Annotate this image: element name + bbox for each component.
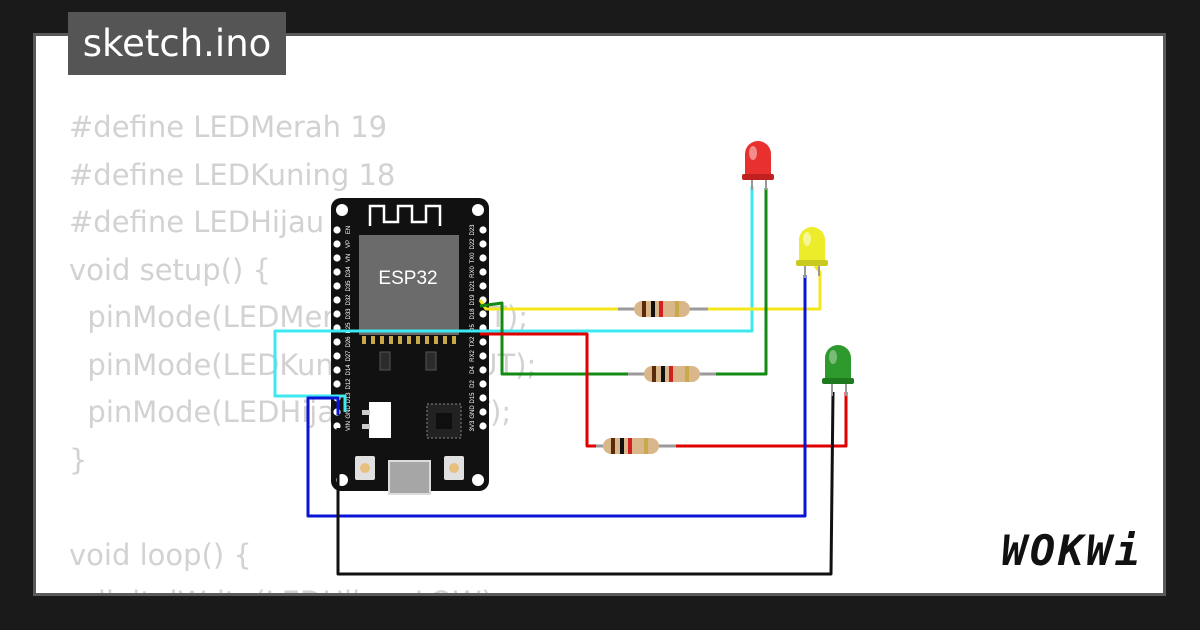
pin-label: EN <box>346 226 352 234</box>
pin-label: D26 <box>346 336 352 348</box>
pin-hole[interactable] <box>479 240 487 248</box>
pin-hole[interactable] <box>333 268 341 276</box>
pin-hole[interactable] <box>333 254 341 262</box>
pin-label: D27 <box>346 350 352 362</box>
pin-label: TX2 <box>470 336 476 348</box>
pin-label: GND <box>346 405 352 419</box>
wire-blue[interactable] <box>306 275 807 518</box>
pin-label: D35 <box>346 280 352 292</box>
resistor-3[interactable] <box>596 438 676 454</box>
wire-green[interactable] <box>479 301 630 376</box>
pin-label: RX2 <box>470 350 476 362</box>
pin-hole[interactable] <box>479 226 487 234</box>
pin-hole[interactable] <box>333 240 341 248</box>
code-line: digitalWrite(LEDHijau, LOW); <box>69 585 502 593</box>
wire-yellow[interactable] <box>478 299 620 311</box>
pin-hole[interactable] <box>333 338 341 346</box>
pin-label: D5 <box>470 324 476 332</box>
file-tab[interactable]: sketch.ino <box>68 12 286 75</box>
antenna-trace <box>368 204 442 226</box>
pin-hole[interactable] <box>479 366 487 374</box>
pin-label: RX0 <box>470 266 476 278</box>
pin-hole[interactable] <box>479 394 487 402</box>
pin-label: D18 <box>470 308 476 320</box>
pin-hole[interactable] <box>479 310 487 318</box>
pin-label: TX0 <box>470 252 476 264</box>
code-line: } <box>69 442 88 477</box>
code-line: void loop() { <box>69 537 252 572</box>
wire-green-led[interactable] <box>713 188 768 376</box>
pin-label: D22 <box>470 238 476 250</box>
pin-hole[interactable] <box>333 296 341 304</box>
pin-hole[interactable] <box>479 352 487 360</box>
code-line: void setup() { <box>69 252 271 287</box>
pin-hole[interactable] <box>479 268 487 276</box>
led-red[interactable] <box>742 141 774 190</box>
boot-button[interactable] <box>444 456 464 480</box>
pin-hole[interactable] <box>333 380 341 388</box>
wire-yellow-led[interactable] <box>706 265 822 311</box>
pin-hole[interactable] <box>333 282 341 290</box>
usb-port <box>388 460 431 495</box>
code-line: #define LEDMerah 19 <box>69 110 388 144</box>
pin-label: D14 <box>346 364 352 376</box>
resistor-1[interactable] <box>618 301 708 317</box>
pin-hole[interactable] <box>479 422 487 430</box>
pin-label: D34 <box>346 266 352 278</box>
pin-label: D33 <box>346 308 352 320</box>
wire-cyan[interactable] <box>273 186 754 412</box>
pin-label: D23 <box>470 224 476 236</box>
pin-hole[interactable] <box>333 310 341 318</box>
led-green[interactable] <box>822 345 854 396</box>
pin-label: D32 <box>346 294 352 306</box>
en-button[interactable] <box>355 456 375 480</box>
pin-hole[interactable] <box>479 254 487 262</box>
pin-hole[interactable] <box>333 366 341 374</box>
pin-label: VP <box>346 240 352 248</box>
pin-label: VIN <box>346 421 352 431</box>
pin-hole[interactable] <box>479 338 487 346</box>
pin-label: VN <box>346 254 352 262</box>
pin-label: D21 <box>470 280 476 292</box>
pin-hole[interactable] <box>479 282 487 290</box>
pin-label: D15 <box>470 392 476 404</box>
preview-frame: #define LEDMerah 19 #define LEDKuning 18… <box>33 33 1166 596</box>
esp32-board[interactable]: ESP32 ENVPVND34D35D32D33D25D26D27D14D12D… <box>331 198 489 495</box>
pin-label: D2 <box>470 380 476 388</box>
pin-hole[interactable] <box>333 352 341 360</box>
wokwi-logo: WOKWi <box>1001 526 1143 575</box>
pin-label: D4 <box>470 366 476 374</box>
led-yellow[interactable] <box>796 227 828 278</box>
code-line: #define LEDKuning 18 <box>69 157 396 192</box>
pin-hole[interactable] <box>479 380 487 388</box>
wire-black[interactable] <box>336 391 835 576</box>
pin-label: D19 <box>470 294 476 306</box>
pin-hole[interactable] <box>479 408 487 416</box>
wire-red[interactable] <box>480 332 600 448</box>
wire-red-led[interactable] <box>670 392 848 448</box>
pin-label: GND <box>470 405 476 419</box>
resistor-2[interactable] <box>628 366 716 382</box>
circuit-diagram: ESP32 ENVPVND34D35D32D33D25D26D27D14D12D… <box>273 141 854 576</box>
pin-hole[interactable] <box>333 422 341 430</box>
pin-label: 3V3 <box>470 420 476 431</box>
pin-hole[interactable] <box>333 226 341 234</box>
pin-label: D12 <box>346 378 352 390</box>
right-pin-header: D23D22TX0RX0D21D19D18D5TX2RX2D4D2D15GND3… <box>470 224 487 431</box>
pin-label: D25 <box>346 322 352 334</box>
pin-label: D13 <box>346 392 352 404</box>
board-label: ESP32 <box>378 268 437 289</box>
